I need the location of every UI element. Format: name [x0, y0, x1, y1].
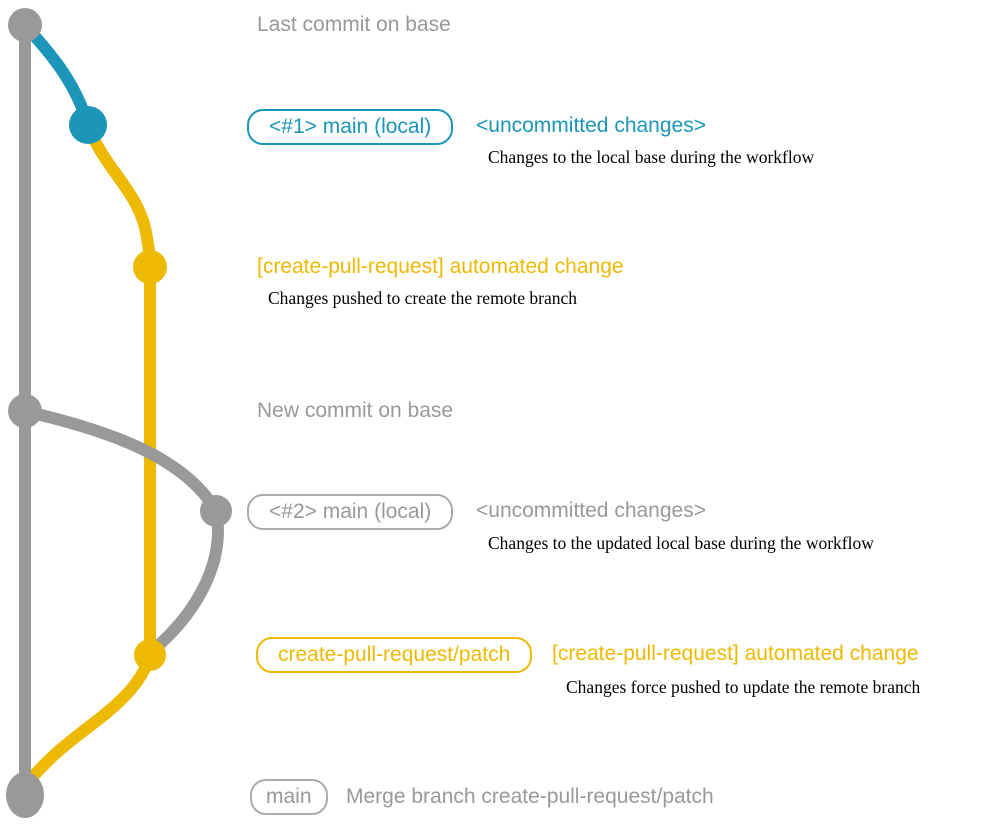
badge-create-pull-request-patch: create-pull-request/patch: [256, 637, 533, 673]
description-pushed-create-remote: Changes pushed to create the remote bran…: [268, 288, 578, 308]
description-local-base-changes-1: Changes to the local base during the wor…: [488, 147, 815, 167]
heading-uncommitted-changes-1: <uncommitted changes>: [476, 114, 706, 137]
badge-main-local-1: <#1> main (local): [247, 109, 454, 145]
heading-merge-branch: Merge branch create-pull-request/patch: [346, 785, 714, 808]
caption-new-commit-on-base: New commit on base: [257, 399, 454, 422]
heading-automated-change-1: [create-pull-request] automated change: [257, 255, 624, 278]
description-updated-local-base-changes: Changes to the updated local base during…: [488, 533, 874, 553]
branch-line-patch: [20, 119, 156, 799]
heading-automated-change-2: [create-pull-request] automated change: [552, 642, 919, 665]
badge-main: main: [250, 779, 328, 815]
badge-main-local-2: <#2> main (local): [247, 494, 454, 530]
commit-node-new-base: [8, 394, 42, 428]
heading-uncommitted-changes-2: <uncommitted changes>: [476, 499, 706, 522]
commit-node-last-base: [8, 8, 42, 42]
commit-node-merge: [6, 772, 44, 818]
branch-line-base-to-local2: [19, 405, 222, 517]
caption-last-commit-on-base: Last commit on base: [257, 13, 451, 36]
description-force-pushed-update-remote: Changes force pushed to update the remot…: [566, 677, 921, 697]
commit-node-automated-1: [133, 250, 167, 284]
branch-line-local2-to-patch: [146, 505, 224, 657]
commit-node-local-main-1: [69, 106, 107, 144]
commit-node-local-main-2: [200, 495, 232, 527]
commit-node-automated-2: [134, 639, 166, 671]
